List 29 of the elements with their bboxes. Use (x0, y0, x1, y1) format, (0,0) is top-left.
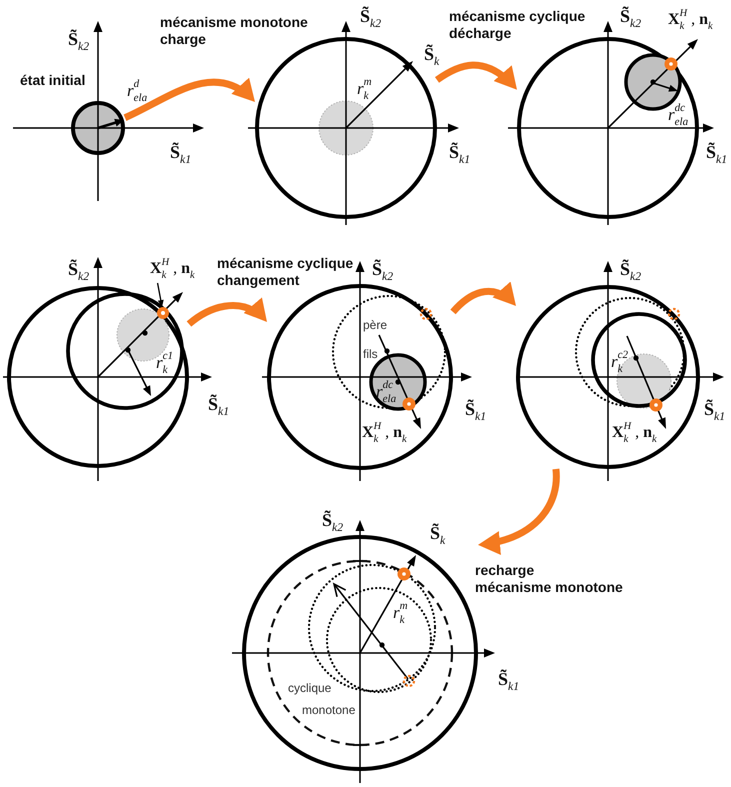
vector-label: X$_{k}$$^{H}$ , n$_{k}$ (612, 420, 657, 446)
axis-label: S̃$_{k1}$ (170, 141, 192, 165)
axis-label: S̃$_{k2}$ (322, 509, 344, 533)
axis-label: S̃$_{k1}$ (465, 398, 486, 422)
state-label: état initial (20, 72, 86, 89)
edge-label: mécanisme monotone charge (160, 14, 308, 48)
axis-label: S̃$_{k1}$ (498, 668, 520, 692)
axis-label: S̃$_{k1}$ (704, 398, 726, 422)
axis-label: S̃$_{k2}$ (360, 5, 382, 29)
axis-label: S̃$_{k}$ (430, 522, 446, 546)
axis-label: S̃$_{k1}$ (208, 393, 230, 417)
curve-label: fils (363, 347, 378, 361)
axis-label: S̃$_{k1}$ (449, 141, 470, 165)
axis-label: S̃$_{k2}$ (372, 258, 394, 282)
axis-label: S̃$_{k1}$ (706, 141, 728, 165)
axis-label: S̃$_{k2}$ (68, 258, 90, 282)
edge-label: mécanisme cyclique changement (217, 255, 354, 289)
axis-label: S̃$_{k2}$ (68, 28, 90, 52)
vector-label: X$_{k}$$^{H}$ , n$_{k}$ (150, 256, 195, 282)
vector-label: X$_{k}$$^{H}$ , n$_{k}$ (668, 7, 713, 33)
edge-label: mécanisme cyclique décharge (449, 8, 586, 42)
curve-label: cyclique (288, 681, 332, 695)
axis-label: S̃$_{k2}$ (620, 258, 642, 282)
axis-label: S̃$_{k}$ (424, 43, 440, 67)
edge-label: recharge mécanisme monotone (475, 562, 623, 596)
curve-label: monotone (302, 703, 356, 717)
axis-label: S̃$_{k2}$ (620, 5, 642, 29)
curve-label: père (363, 318, 388, 332)
vector-label: X$_{k}$$^{H}$ , n$_{k}$ (362, 420, 407, 446)
